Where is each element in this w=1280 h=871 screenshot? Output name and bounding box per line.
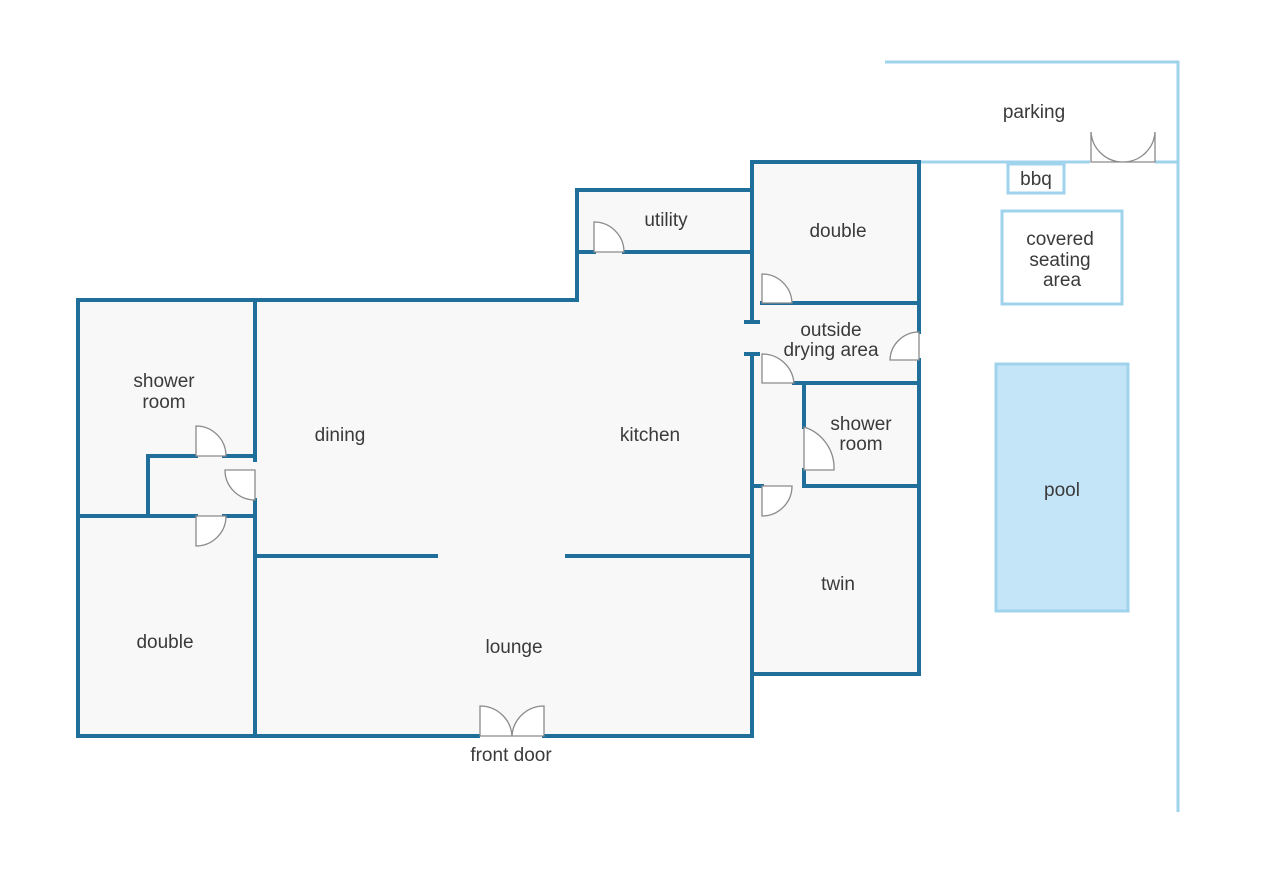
lounge-label: lounge — [485, 637, 542, 658]
outside-door[interactable] — [889, 331, 920, 361]
double-left-label: double — [136, 632, 193, 653]
shower-room-right-label-line1: shower — [830, 414, 892, 435]
labels: shower room dining kitchen utility doubl… — [133, 102, 1093, 766]
front-door-right-leaf[interactable] — [511, 705, 545, 737]
outside-drying-label-line2: drying area — [783, 340, 878, 361]
outside-drying-label-line1: outside — [800, 320, 861, 341]
bbq-box — [1006, 162, 1066, 195]
kitchen-label: kitchen — [620, 425, 680, 446]
shower-room-right-door[interactable] — [803, 426, 835, 471]
dining-label: dining — [315, 425, 366, 446]
pool-shape — [994, 362, 1130, 613]
dining-side-door[interactable] — [224, 469, 256, 501]
bbq-label: bbq — [1020, 169, 1052, 190]
drying-area-door[interactable] — [761, 353, 795, 384]
pool-label: pool — [1044, 480, 1080, 501]
doors — [195, 131, 1156, 737]
gate-left-leaf[interactable] — [1090, 131, 1124, 163]
utility-label: utility — [644, 210, 688, 231]
shower-room-right-label-line2: room — [839, 434, 882, 455]
gate-right-leaf[interactable] — [1122, 131, 1156, 163]
shower-room-left-door[interactable] — [195, 425, 227, 457]
front-door-label: front door — [470, 745, 552, 766]
floor-right-wing — [752, 162, 919, 674]
twin-label: twin — [821, 574, 855, 595]
utility-door[interactable] — [593, 221, 625, 253]
shower-room-left-label-line2: room — [142, 392, 185, 413]
covered-seating-label-line3: area — [1043, 270, 1081, 291]
covered-seating-box — [1000, 209, 1124, 306]
outdoor-fence — [885, 60, 1180, 812]
shower-room-left-label-line1: shower — [133, 371, 195, 392]
double-top-door[interactable] — [761, 273, 793, 304]
covered-seating-label-line1: covered — [1026, 229, 1094, 250]
outdoor-boundary — [885, 60, 1180, 812]
walls — [76, 160, 921, 738]
parking-label: parking — [1003, 102, 1065, 123]
twin-door[interactable] — [761, 485, 793, 517]
double-top-label: double — [809, 221, 866, 242]
double-left-door[interactable] — [195, 515, 227, 547]
covered-seating-label-line2: seating — [1029, 250, 1090, 271]
